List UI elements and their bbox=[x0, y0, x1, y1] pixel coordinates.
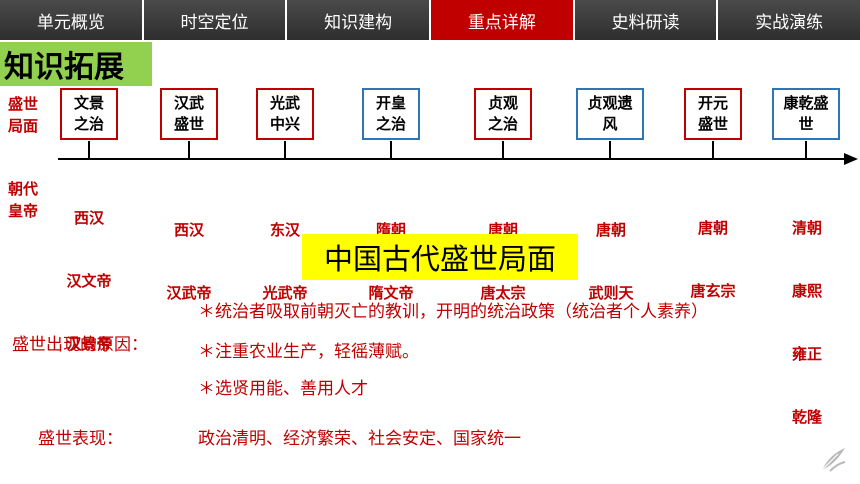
era-box-kaiyuan: 开元盛世 bbox=[684, 88, 742, 140]
tab-unit-overview[interactable]: 单元概览 bbox=[0, 0, 144, 40]
timeline-tick bbox=[88, 141, 90, 159]
timeline-tick bbox=[805, 141, 807, 159]
ruler-guangwu: 东汉 光武帝 bbox=[246, 178, 324, 325]
era-box-line: 之治 bbox=[375, 115, 406, 133]
era-box-guangwu: 光武中兴 bbox=[256, 88, 314, 140]
reason-item: ＊注重农业生产，轻徭薄赋。 bbox=[198, 342, 419, 362]
ruler-line: 清朝 bbox=[791, 219, 822, 237]
era-box-line: 盛世 bbox=[173, 115, 204, 133]
reason-item: ＊统治者吸取前朝灭亡的教训，开明的统治政策（统治者个人素养） bbox=[198, 302, 708, 322]
era-row-label-line: 局面 bbox=[8, 117, 39, 135]
era-box-line: 风 bbox=[602, 115, 618, 133]
era-row-label-line: 盛世 bbox=[8, 95, 39, 113]
tab-key-points[interactable]: 重点详解 bbox=[431, 0, 575, 40]
ruler-wenjing: 西汉 汉文帝 汉景帝 bbox=[58, 166, 120, 376]
era-box-line: 之治 bbox=[73, 115, 104, 133]
tab-practice[interactable]: 实战演练 bbox=[718, 0, 860, 40]
section-title: 知识拓展 bbox=[0, 42, 152, 86]
era-box-zhenguan: 贞观之治 bbox=[474, 88, 532, 140]
ruler-line: 隋文帝 bbox=[368, 284, 414, 302]
era-box-line: 文景 bbox=[73, 94, 104, 112]
era-box-line: 贞观 bbox=[487, 94, 518, 112]
ruler-line: 西汉 bbox=[73, 209, 104, 227]
ruler-line: 唐朝 bbox=[697, 219, 728, 237]
era-box-line: 贞观遗 bbox=[587, 94, 633, 112]
era-box-line: 之治 bbox=[487, 115, 518, 133]
era-box-hanwu: 汉武盛世 bbox=[160, 88, 218, 140]
ruler-line: 唐玄宗 bbox=[690, 282, 736, 300]
era-box-kangqian: 康乾盛世 bbox=[772, 88, 840, 140]
reasons-label: 盛世出现的原因： bbox=[12, 335, 148, 355]
timeline-tick bbox=[712, 141, 714, 159]
era-box-kaihuang: 开皇之治 bbox=[362, 88, 420, 140]
ruler-line: 雍正 bbox=[791, 345, 822, 363]
ruler-line: 汉景帝 bbox=[66, 335, 112, 353]
banner-title: 中国古代盛世局面 bbox=[302, 234, 578, 280]
ruler-line: 武则天 bbox=[588, 284, 634, 302]
tab-knowledge-build[interactable]: 知识建构 bbox=[287, 0, 432, 40]
ruler-line: 康熙 bbox=[791, 282, 822, 300]
timeline-tick bbox=[284, 141, 286, 159]
tab-time-space[interactable]: 时空定位 bbox=[143, 0, 288, 40]
performance-text: 政治清明、经济繁荣、社会安定、国家统一 bbox=[198, 429, 521, 449]
timeline-tick bbox=[390, 141, 392, 159]
reason-item: ＊选贤用能、善用人才 bbox=[198, 379, 368, 399]
era-box-line: 中兴 bbox=[269, 115, 300, 133]
ruler-line: 光武帝 bbox=[262, 284, 308, 302]
era-row-label: 盛世 局面 bbox=[8, 93, 38, 137]
ruler-line: 唐太宗 bbox=[480, 284, 526, 302]
top-nav: 单元概览 时空定位 知识建构 重点详解 史料研读 实战演练 bbox=[0, 0, 860, 40]
era-box-wenjing: 文景之治 bbox=[60, 88, 118, 140]
era-box-line: 光武 bbox=[269, 94, 300, 112]
timeline-axis bbox=[58, 158, 848, 160]
ruler-line: 西汉 bbox=[173, 221, 204, 239]
leaf-logo-icon bbox=[821, 448, 846, 472]
ruler-line: 汉武帝 bbox=[166, 284, 212, 302]
era-box-line: 汉武 bbox=[173, 94, 204, 112]
ruler-row-label: 朝代 皇帝 bbox=[8, 178, 38, 222]
ruler-line: 汉文帝 bbox=[66, 272, 112, 290]
ruler-line: 乾隆 bbox=[791, 408, 822, 426]
timeline-tick bbox=[502, 141, 504, 159]
ruler-line: 唐朝 bbox=[595, 221, 626, 239]
ruler-row-label-line: 朝代 bbox=[8, 180, 39, 198]
ruler-kangqian: 清朝 康熙 雍正 乾隆 bbox=[780, 176, 834, 449]
era-box-line: 世 bbox=[798, 115, 814, 133]
ruler-wuzetian: 唐朝 武则天 bbox=[572, 178, 650, 325]
era-box-line: 康乾盛 bbox=[783, 94, 829, 112]
era-box-line: 开元 bbox=[697, 94, 728, 112]
tab-source-reading[interactable]: 史料研读 bbox=[574, 0, 719, 40]
timeline-arrow-icon bbox=[844, 153, 858, 165]
era-box-line: 盛世 bbox=[697, 115, 728, 133]
performance-label: 盛世表现： bbox=[38, 429, 123, 449]
ruler-hanwu: 西汉 汉武帝 bbox=[150, 178, 228, 325]
ruler-kaiyuan: 唐朝 唐玄宗 bbox=[674, 176, 752, 323]
timeline-tick bbox=[188, 141, 190, 159]
ruler-line: 东汉 bbox=[269, 221, 300, 239]
era-box-zhenguan-legacy: 贞观遗风 bbox=[576, 88, 644, 140]
ruler-row-label-line: 皇帝 bbox=[8, 202, 39, 220]
era-box-line: 开皇 bbox=[375, 94, 406, 112]
timeline-tick bbox=[609, 141, 611, 159]
